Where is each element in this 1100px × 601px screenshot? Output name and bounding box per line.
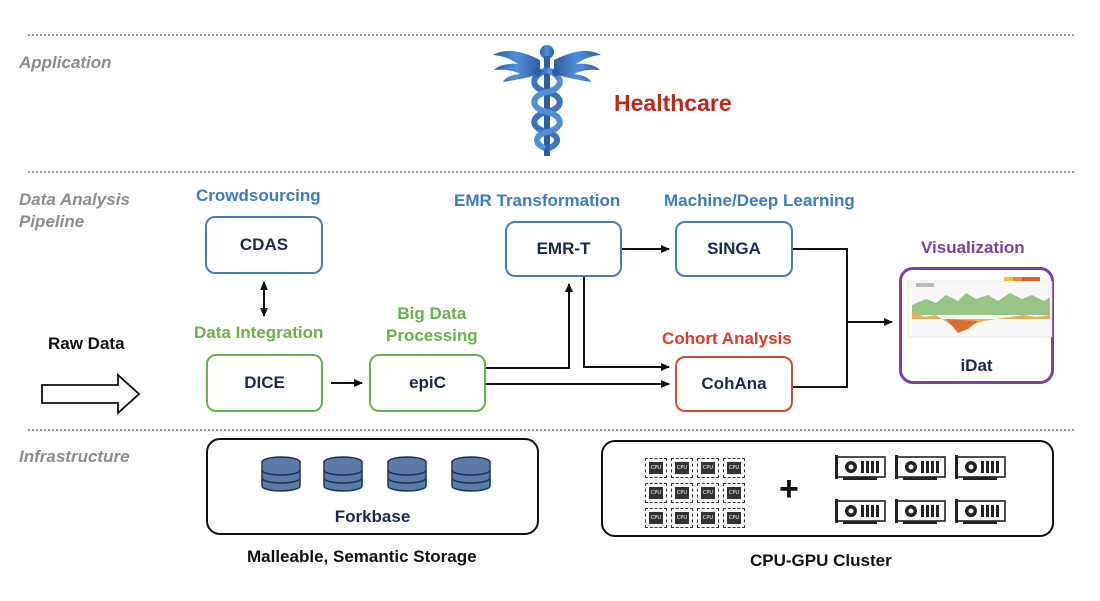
- cluster-box[interactable]: CPU CPU CPU CPU CPU CPU CPU CPU CPU CPU CPU CPU +: [601, 440, 1054, 537]
- layer-label-application: Application: [19, 53, 112, 72]
- cpu-chip-icon: CPU: [671, 483, 693, 503]
- gpu-card-icon: [955, 498, 1009, 526]
- singa-merge-line: [793, 248, 848, 388]
- emr-t-label: EMR-T: [536, 239, 591, 258]
- gpu-card-icon: [835, 454, 889, 482]
- separator-application: [28, 34, 1074, 36]
- cpu-chip-label: CPU: [727, 462, 741, 474]
- cpu-chip-label: CPU: [675, 462, 689, 474]
- cpu-chip-icon: CPU: [723, 508, 745, 528]
- cpu-chip-icon: CPU: [723, 483, 745, 503]
- layer-label-pipeline-line2: Pipeline: [19, 212, 85, 231]
- layer-label-infrastructure: Infrastructure: [19, 447, 130, 466]
- layer-label-pipeline: Data Analysis Pipeline: [19, 189, 130, 233]
- cdas-box[interactable]: CDAS: [205, 216, 323, 274]
- cpu-chip-icon: CPU: [697, 483, 719, 503]
- separator-pipeline: [28, 171, 1074, 173]
- database-icon-1: [261, 456, 301, 492]
- storage-caption: Malleable, Semantic Storage: [247, 547, 477, 566]
- cpu-chip-icon: CPU: [645, 508, 667, 528]
- emr-t-box[interactable]: EMR-T: [505, 221, 622, 277]
- emrt-cohana-arrow: [583, 277, 670, 371]
- crowdsourcing-label: Crowdsourcing: [196, 186, 321, 205]
- cpu-grid: CPU CPU CPU CPU CPU CPU CPU CPU CPU CPU CPU CPU: [645, 458, 749, 530]
- idat-box[interactable]: iDat: [899, 267, 1054, 384]
- separator-infrastructure: [28, 429, 1074, 431]
- cpu-chip-icon: CPU: [645, 458, 667, 478]
- raw-data-label: Raw Data: [48, 334, 125, 353]
- epic-label: epiC: [409, 373, 446, 392]
- data-integration-label: Data Integration: [194, 323, 324, 342]
- database-icons: [261, 456, 491, 492]
- cohort-analysis-label: Cohort Analysis: [662, 329, 792, 348]
- cpu-chip-icon: CPU: [671, 508, 693, 528]
- cpu-chip-label: CPU: [675, 487, 689, 499]
- cpu-chip-label: CPU: [675, 512, 689, 524]
- cpu-chip-label: CPU: [727, 487, 741, 499]
- cpu-chip-icon: CPU: [697, 508, 719, 528]
- cpu-chip-label: CPU: [649, 462, 663, 474]
- cpu-chip-label: CPU: [701, 512, 715, 524]
- cohana-box[interactable]: CohAna: [675, 356, 793, 412]
- cpu-chip-label: CPU: [649, 487, 663, 499]
- gpu-card-icon: [895, 454, 949, 482]
- plus-sign: +: [779, 470, 799, 508]
- gpu-grid: [835, 454, 1015, 532]
- cluster-caption: CPU-GPU Cluster: [750, 551, 892, 570]
- idat-label: iDat: [960, 356, 993, 375]
- cpu-chip-label: CPU: [649, 512, 663, 524]
- cpu-chip-icon: CPU: [697, 458, 719, 478]
- raw-data-arrow: [41, 372, 141, 416]
- database-icon-4: [451, 456, 491, 492]
- singa-label: SINGA: [707, 239, 761, 258]
- cpu-chip-icon: CPU: [723, 458, 745, 478]
- gpu-card-icon: [955, 454, 1009, 482]
- big-data-label-line2: Processing: [386, 326, 478, 345]
- epic-box[interactable]: epiC: [369, 354, 486, 412]
- singa-box[interactable]: SINGA: [675, 221, 793, 277]
- gpu-card-icon: [835, 498, 889, 526]
- cpu-chip-label: CPU: [701, 487, 715, 499]
- gpu-card-icon: [895, 498, 949, 526]
- forkbase-label: Forkbase: [334, 507, 411, 526]
- epic-emrt-arrow: [486, 283, 573, 369]
- database-icon-3: [387, 456, 427, 492]
- visualization-label: Visualization: [921, 238, 1025, 257]
- layer-label-pipeline-line1: Data Analysis: [19, 190, 130, 209]
- database-icon-2: [323, 456, 363, 492]
- heatmap-thumbnail: [907, 277, 1053, 338]
- cdas-label: CDAS: [239, 235, 289, 254]
- forkbase-box[interactable]: Forkbase: [206, 438, 539, 535]
- dice-box[interactable]: DICE: [206, 354, 323, 412]
- emr-transformation-label: EMR Transformation: [454, 191, 621, 210]
- cohana-label: CohAna: [701, 374, 767, 393]
- cpu-chip-icon: CPU: [645, 483, 667, 503]
- big-data-label-line1: Big Data: [397, 304, 467, 323]
- cpu-chip-label: CPU: [727, 512, 741, 524]
- cpu-chip-icon: CPU: [671, 458, 693, 478]
- cpu-chip-label: CPU: [701, 462, 715, 474]
- dice-label: DICE: [244, 373, 285, 392]
- big-data-processing-label: Big Data Processing: [386, 303, 478, 347]
- healthcare-title: Healthcare: [614, 90, 732, 116]
- machine-learning-label: Machine/Deep Learning: [664, 191, 855, 210]
